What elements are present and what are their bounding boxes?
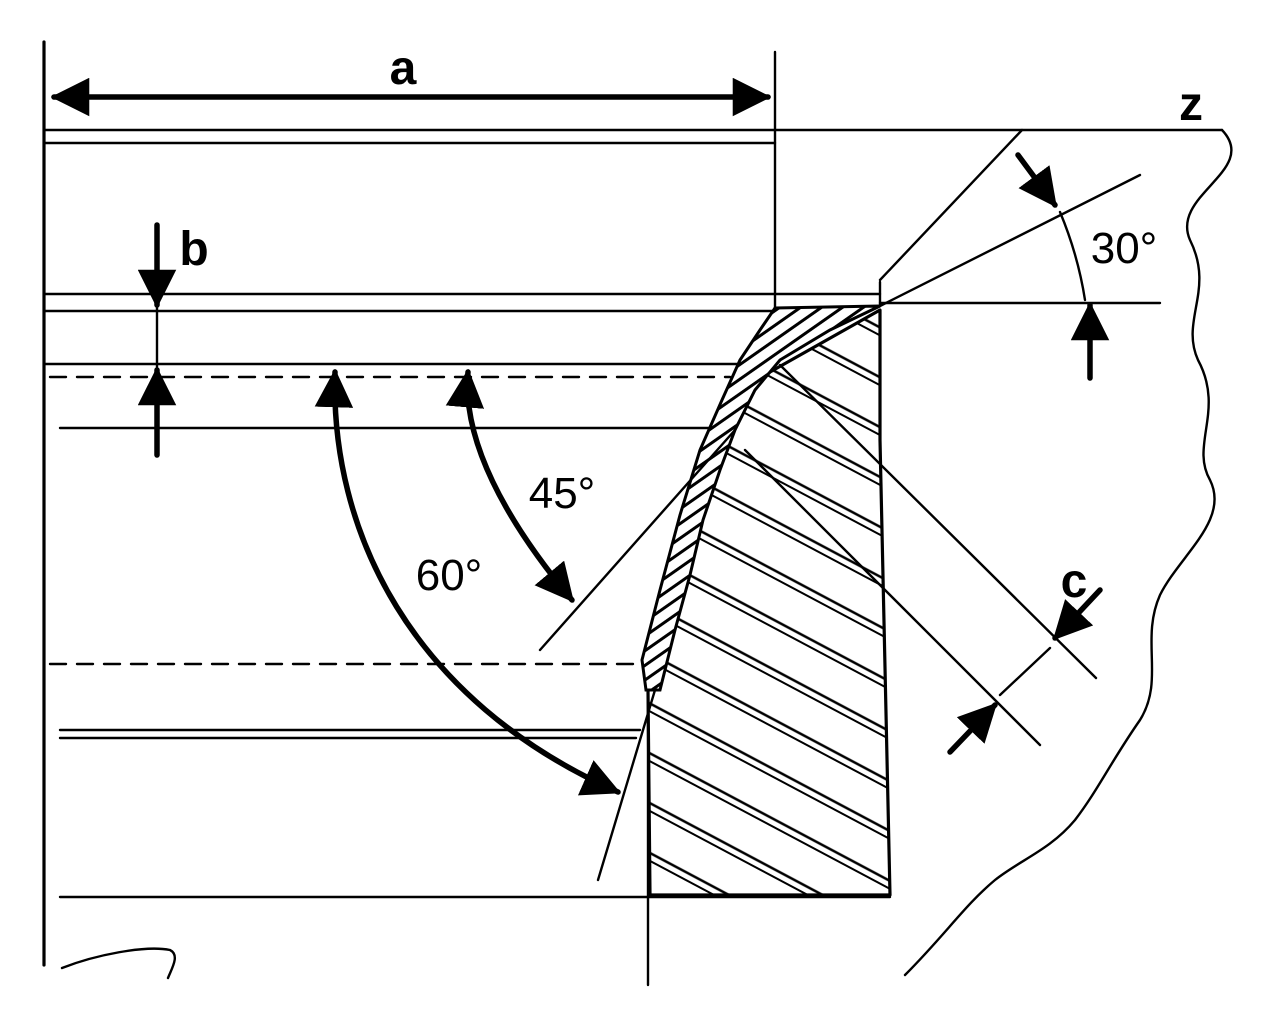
label-c: c: [1061, 555, 1088, 608]
angle-30-marker: [1015, 152, 1110, 381]
plate-outline: [42, 40, 1224, 987]
bevel-lines: [538, 128, 1162, 882]
hidden-lines: [48, 375, 732, 666]
break-line-fragment: [60, 947, 177, 980]
label-angle-30: 30°: [1091, 224, 1158, 273]
angle-60-marker: [314, 368, 621, 796]
label-a: a: [390, 42, 417, 95]
weld-bead-root: [640, 304, 881, 692]
label-angle-60: 60°: [416, 551, 483, 600]
label-b: b: [179, 223, 208, 276]
weld-section: [640, 304, 892, 897]
label-angle-45: 45°: [529, 469, 596, 518]
label-z: z: [1179, 78, 1203, 131]
break-line: [903, 128, 1233, 977]
dimension-c: [947, 587, 1103, 755]
